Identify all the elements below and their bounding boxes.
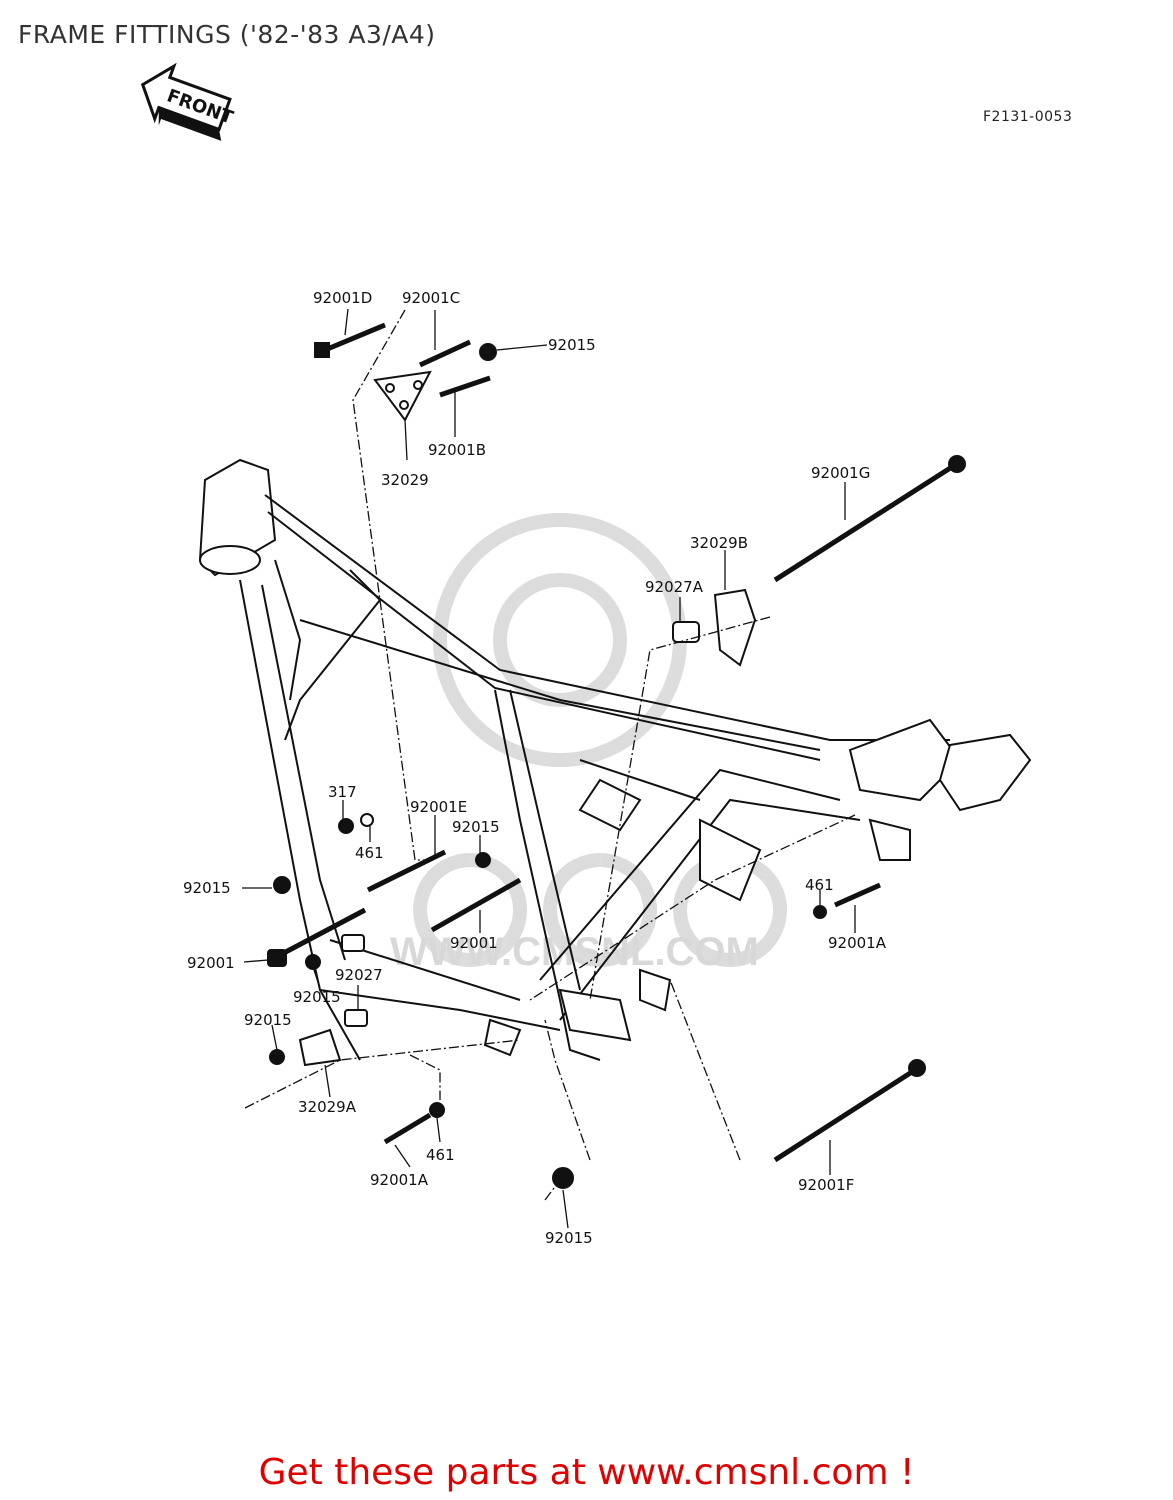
front-arrow-icon: FRONT [140, 62, 236, 141]
callout-label: 317 [328, 783, 357, 801]
callout-label: 92001A [828, 934, 887, 952]
callout-label: 461 [426, 1146, 455, 1164]
callout-label: 461 [805, 876, 834, 894]
callout-label: 92001 [450, 934, 498, 952]
callout-label: 92015 [293, 988, 341, 1006]
callout-label: 92001F [798, 1176, 854, 1194]
callout-label: 92015 [244, 1011, 292, 1029]
figure-code: F2131-0053 [983, 109, 1073, 125]
callout-labels: 92001D 92001C 92015 92001B 32029 92001G … [183, 289, 887, 1247]
callout-label: 32029B [690, 534, 748, 552]
promo-link[interactable]: Get these parts at www.cmsnl.com ! [258, 1452, 915, 1493]
callout-label: 92001G [811, 464, 870, 482]
leader-lines [242, 308, 856, 1229]
fastener-parts [267, 322, 966, 1189]
callout-label: 32029 [381, 471, 429, 489]
callout-label: 92015 [452, 818, 500, 836]
callout-label: 92001C [402, 289, 460, 307]
motorcycle-frame [198, 458, 1032, 1061]
callout-label: 92001D [313, 289, 372, 307]
callout-label: 92027A [645, 578, 704, 596]
page-title: FRAME FITTINGS ('82-'83 A3/A4) [18, 20, 436, 49]
callout-label: 92027 [335, 966, 383, 984]
callout-label: 32029A [298, 1098, 357, 1116]
callout-label: 92001 [187, 954, 235, 972]
callout-label: 92015 [183, 879, 231, 897]
callout-label: 92001B [428, 441, 486, 459]
callout-label: 92001A [370, 1171, 429, 1189]
callout-label: 461 [355, 844, 384, 862]
callout-label: 92015 [545, 1229, 593, 1247]
callout-label: 92015 [548, 336, 596, 354]
callout-label: 92001E [410, 798, 467, 816]
